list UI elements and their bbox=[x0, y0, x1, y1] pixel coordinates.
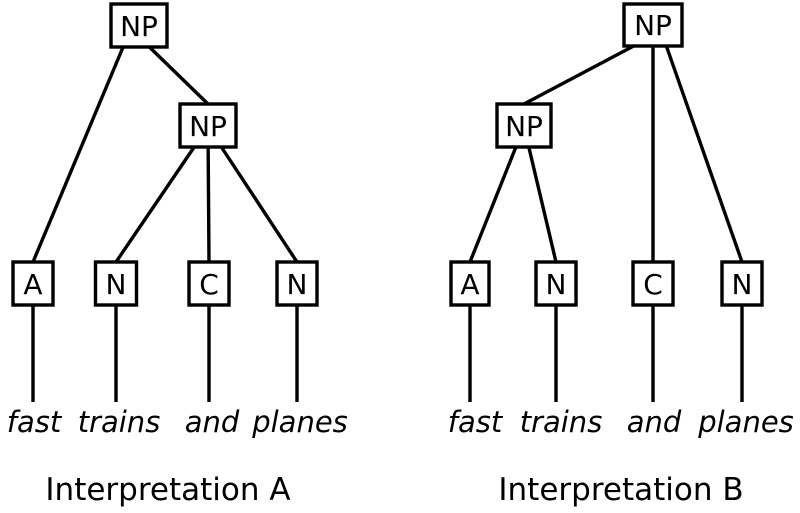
tree-node-noun1: N bbox=[93, 260, 139, 307]
node-label: A bbox=[23, 268, 42, 301]
tree-edge bbox=[206, 146, 211, 263]
node-box bbox=[109, 2, 169, 49]
tree-edge bbox=[523, 44, 635, 106]
node-label: NP bbox=[120, 10, 158, 43]
tree-caption: Interpretation A bbox=[45, 472, 290, 508]
word-planes: planes bbox=[697, 405, 794, 439]
word-trains: trains bbox=[520, 405, 603, 439]
node-box bbox=[11, 260, 55, 307]
tree-edge bbox=[219, 146, 299, 263]
node-label: NP bbox=[189, 110, 227, 143]
tree-node-np-root: NP bbox=[109, 2, 169, 49]
node-label: NP bbox=[634, 9, 672, 42]
node-label: A bbox=[460, 268, 479, 301]
tree-node-noun2: N bbox=[275, 260, 319, 307]
node-box bbox=[534, 260, 578, 307]
tree-node-noun1: N bbox=[534, 260, 578, 307]
word-fast: fast bbox=[448, 405, 504, 439]
tree-caption: Interpretation B bbox=[498, 472, 743, 508]
node-label: NP bbox=[505, 110, 543, 143]
word-fast: fast bbox=[7, 405, 63, 439]
word-planes: planes bbox=[251, 405, 348, 439]
word-and: and bbox=[185, 405, 240, 439]
node-label: N bbox=[732, 268, 753, 301]
tree-node-np-root: NP bbox=[622, 2, 684, 48]
tree-node-np-sub: NP bbox=[495, 102, 553, 149]
tree-node-np-sub: NP bbox=[178, 102, 238, 149]
tree-node-conj: C bbox=[631, 260, 675, 307]
node-box bbox=[449, 260, 491, 307]
node-label: N bbox=[287, 268, 308, 301]
node-box bbox=[178, 102, 238, 149]
tree-edge bbox=[148, 45, 210, 106]
tree-node-conj: C bbox=[187, 260, 231, 307]
tree-edge bbox=[31, 46, 125, 263]
word-and: and bbox=[627, 405, 682, 439]
node-label: N bbox=[546, 268, 567, 301]
tree-edge bbox=[114, 146, 196, 263]
node-box bbox=[93, 260, 139, 307]
node-box bbox=[495, 102, 553, 149]
node-box bbox=[275, 260, 319, 307]
node-box bbox=[631, 260, 675, 307]
node-label: C bbox=[199, 268, 219, 301]
tree-interpretation-a: fast trains and planes NP NP A N C N Interpretatio… bbox=[7, 2, 348, 508]
tree-interpretation-b: fast trains and planes NP NP A N C N Interpretatio… bbox=[448, 2, 794, 508]
node-box bbox=[720, 260, 764, 307]
node-label: C bbox=[643, 268, 663, 301]
tree-node-adj: A bbox=[449, 260, 491, 307]
tree-node-adj: A bbox=[11, 260, 55, 307]
tree-edge bbox=[527, 146, 558, 263]
tree-edge bbox=[468, 146, 518, 263]
node-label: N bbox=[106, 268, 127, 301]
node-box bbox=[622, 2, 684, 48]
node-box bbox=[187, 260, 231, 307]
word-trains: trains bbox=[78, 405, 161, 439]
tree-edge bbox=[664, 45, 744, 263]
tree-node-noun2: N bbox=[720, 260, 764, 307]
